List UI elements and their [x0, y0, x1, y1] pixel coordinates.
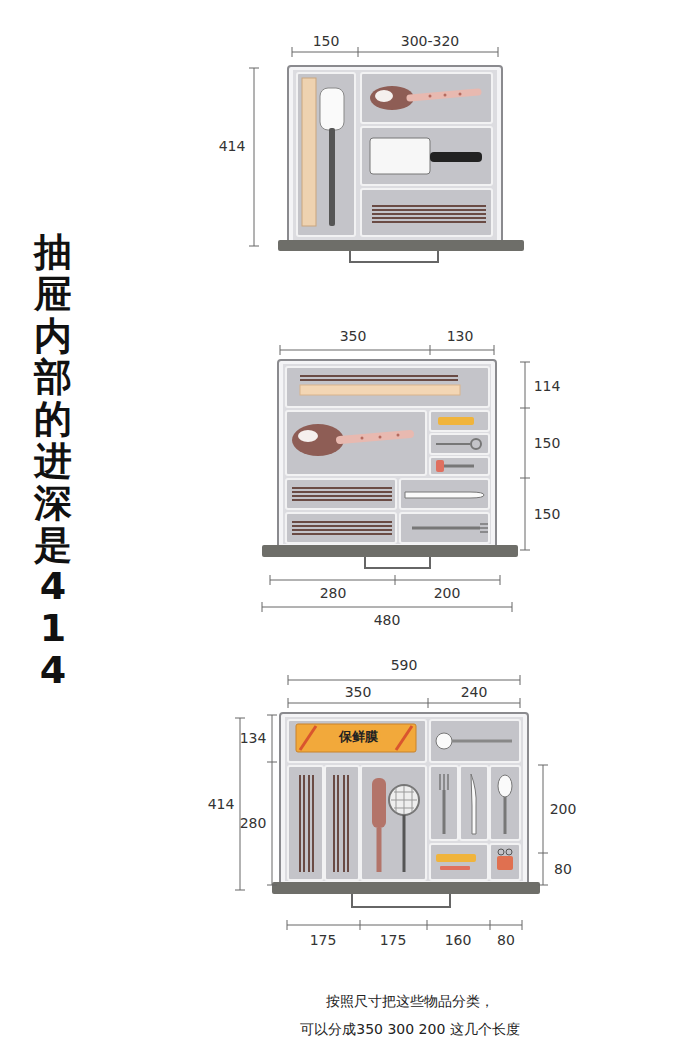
dimension-number: 280 [240, 815, 267, 831]
dimension-number: 590 [391, 657, 418, 673]
dimension-number: 160 [445, 932, 472, 948]
dimension-number: 350 [345, 684, 372, 700]
dimension-number: 200 [550, 801, 577, 817]
dimension-number: 150 [313, 33, 340, 49]
dimension-number: 175 [380, 932, 407, 948]
dimension-number: 300-320 [401, 33, 460, 49]
caption-note: 按照尺寸把这些物品分类， 可以分成350 300 200 这几个长度 [290, 987, 530, 1043]
dimension-number: 114 [534, 378, 561, 394]
dimension-number: 150 [534, 506, 561, 522]
dimension-number: 480 [374, 612, 401, 628]
dimension-number: 80 [554, 861, 572, 877]
dimension-number: 80 [497, 932, 515, 948]
dimension-number: 414 [219, 138, 246, 154]
dimension-number: 200 [434, 585, 461, 601]
drawer-two [262, 345, 530, 612]
drawer-one [249, 47, 524, 262]
dimension-number: 240 [461, 684, 488, 700]
dimension-number: 134 [240, 730, 267, 746]
dimension-number: 350 [340, 328, 367, 344]
package-text: 保鲜膜 [336, 730, 381, 745]
dimension-number: 150 [534, 435, 561, 451]
vertical-title: 抽屉内部的进深是414 [34, 232, 72, 692]
dimension-number: 414 [208, 796, 235, 812]
dimension-number: 280 [320, 585, 347, 601]
dimension-number: 130 [447, 328, 474, 344]
drawer-three [235, 675, 548, 930]
dimension-number: 175 [310, 932, 337, 948]
